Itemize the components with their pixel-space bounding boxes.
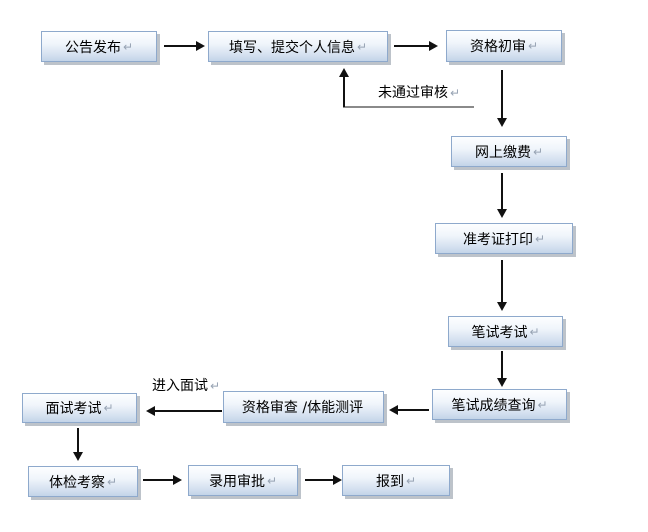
arrow-line	[501, 70, 503, 119]
feedback-line	[343, 106, 474, 108]
arrow-line	[305, 479, 334, 481]
node-initial-qualification-review: 资格初审↵	[446, 30, 562, 62]
arrowhead-down-icon	[497, 209, 507, 218]
return-mark-icon: ↵	[529, 324, 540, 339]
node-report-for-duty: 报到↵	[342, 465, 450, 496]
arrow-line	[501, 173, 503, 210]
return-mark-icon: ↵	[534, 231, 546, 246]
node-fill-submit-personal-info: 填写、提交个人信息↵	[208, 31, 388, 62]
node-interview-exam: 面试考试↵	[22, 393, 137, 423]
node-label: 填写、提交个人信息	[228, 39, 355, 56]
node-label: 资格审查 /体能测评	[241, 400, 364, 416]
edge-label-text: 未通过审核	[378, 85, 448, 101]
arrowhead-down-icon	[497, 302, 507, 311]
return-mark-icon: ↵	[103, 401, 114, 415]
return-mark-icon: ↵	[527, 39, 539, 53]
arrowhead-down-icon	[73, 452, 83, 461]
arrowhead-right-icon	[196, 41, 205, 51]
node-hiring-approval: 录用审批↵	[188, 465, 298, 496]
node-qualification-check-physical-test: 资格审查 /体能测评	[223, 391, 384, 423]
arrow-line	[77, 428, 79, 453]
node-admission-ticket-print: 准考证打印↵	[435, 223, 573, 254]
return-mark-icon: ↵	[405, 473, 417, 488]
arrowhead-up-icon	[339, 68, 349, 77]
arrowhead-right-icon	[333, 475, 342, 485]
return-mark-icon: ↵	[450, 86, 461, 100]
node-label: 公告发布	[64, 39, 121, 56]
node-written-score-query: 笔试成绩查询↵	[432, 389, 567, 420]
arrowhead-left-icon	[146, 406, 155, 416]
return-mark-icon: ↵	[532, 144, 544, 159]
return-mark-icon: ↵	[106, 474, 118, 489]
return-mark-icon: ↵	[266, 473, 278, 488]
arrowhead-right-icon	[173, 475, 182, 485]
arrow-line	[398, 409, 429, 411]
node-label: 准考证打印	[462, 231, 533, 248]
node-label: 笔试成绩查询	[451, 397, 536, 414]
arrow-line	[155, 410, 222, 412]
arrow-line	[394, 45, 430, 47]
arrow-line	[501, 260, 503, 303]
arrow-line	[343, 77, 345, 107]
node-label: 面试考试	[45, 401, 102, 417]
node-physical-exam-inspection: 体检考察↵	[28, 466, 138, 497]
arrowhead-right-icon	[429, 41, 438, 51]
node-announcement: 公告发布↵	[41, 31, 157, 62]
node-label: 网上缴费	[474, 144, 531, 161]
arrow-line	[501, 351, 503, 379]
node-online-payment: 网上缴费↵	[451, 136, 567, 167]
node-label: 录用审批	[208, 473, 265, 490]
return-mark-icon: ↵	[537, 397, 548, 412]
arrow-line	[143, 479, 174, 481]
return-mark-icon: ↵	[210, 379, 221, 393]
arrowhead-down-icon	[497, 118, 507, 127]
node-label: 资格初审	[469, 39, 526, 55]
return-mark-icon: ↵	[122, 39, 134, 54]
arrow-line	[164, 45, 197, 47]
node-written-exam: 笔试考试↵	[448, 316, 563, 347]
node-label: 报到	[375, 473, 404, 490]
arrowhead-left-icon	[389, 405, 398, 415]
node-label: 笔试考试	[471, 324, 528, 341]
arrowhead-down-icon	[497, 378, 507, 387]
return-mark-icon: ↵	[356, 39, 368, 54]
edge-label-not-pass-review: 未通过审核↵	[378, 82, 460, 102]
edge-label-enter-interview: 进入面试↵	[152, 375, 220, 395]
node-label: 体检考察	[48, 474, 105, 491]
edge-label-text: 进入面试	[152, 378, 208, 394]
